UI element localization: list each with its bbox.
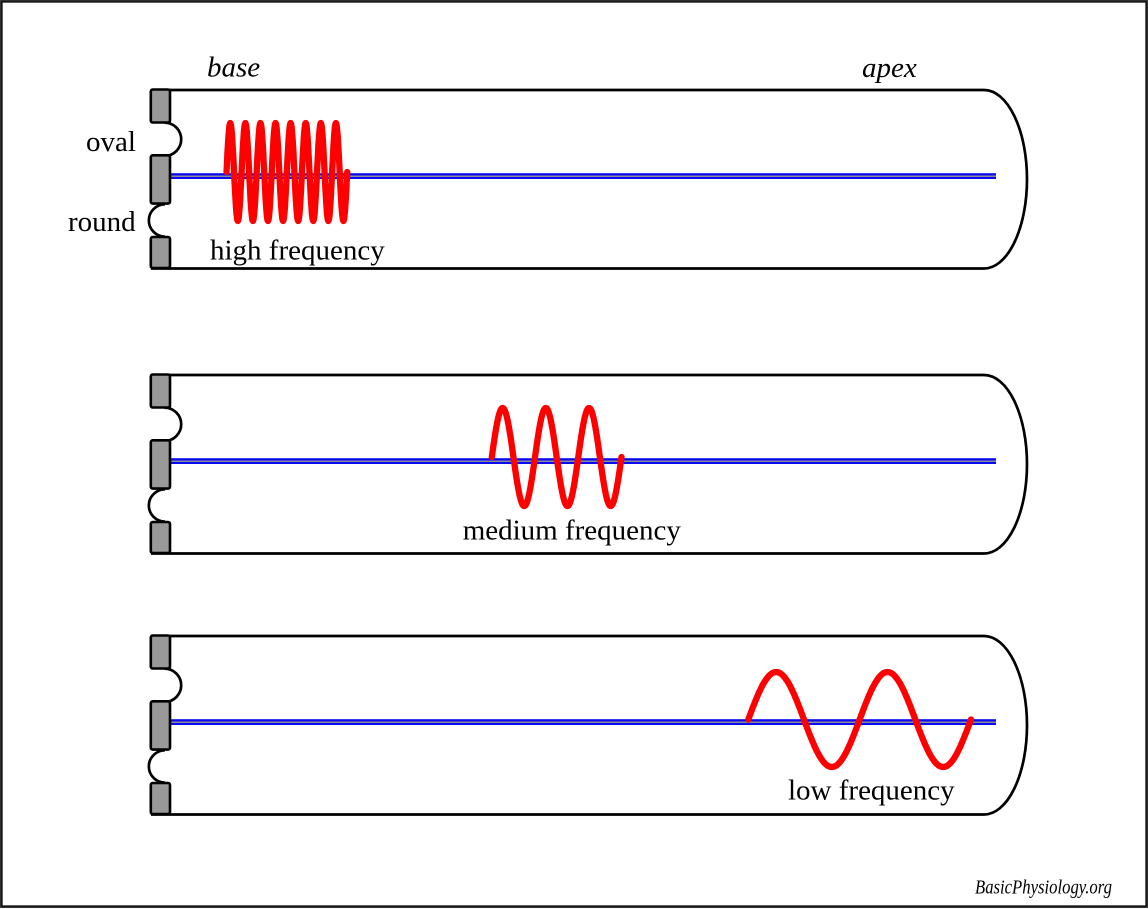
svg-text:BasicPhysiology.org: BasicPhysiology.org	[975, 877, 1112, 899]
svg-text:round: round	[68, 206, 136, 238]
svg-text:low frequency: low frequency	[788, 775, 955, 807]
svg-text:medium frequency: medium frequency	[463, 515, 682, 547]
svg-text:oval: oval	[86, 126, 136, 158]
svg-text:base: base	[207, 51, 260, 83]
svg-text:high frequency: high frequency	[210, 235, 385, 267]
svg-text:apex: apex	[862, 52, 917, 84]
